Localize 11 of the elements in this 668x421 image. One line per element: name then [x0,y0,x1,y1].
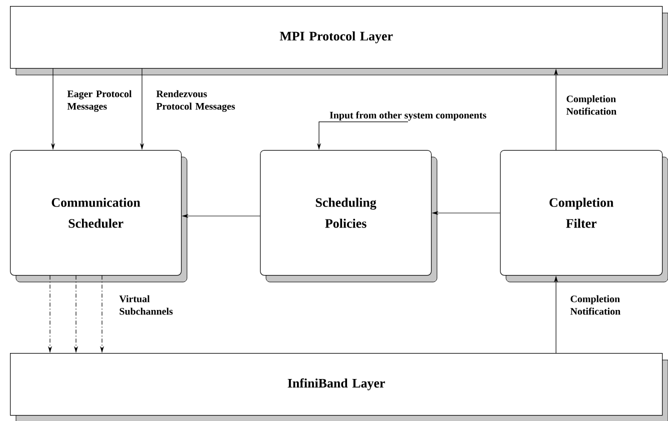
edge-label: Eager Protocol Messages [67,90,132,112]
input-label: Input from other system components [330,111,486,121]
process-box: Scheduling Policies [260,150,438,282]
edge-label: Virtual Subchannels [119,295,173,315]
edge-label: Completion Notification [566,95,616,115]
edge-label: Rendezvous Protocol Messages [156,90,235,112]
layer-box: InfiniBand Layer [10,353,668,421]
process-box: Completion Filter [500,150,668,282]
process-box: Communication Scheduler [10,150,188,282]
edge-label: Completion Notification [570,295,620,315]
layer-box: MPI Protocol Layer [10,6,668,76]
